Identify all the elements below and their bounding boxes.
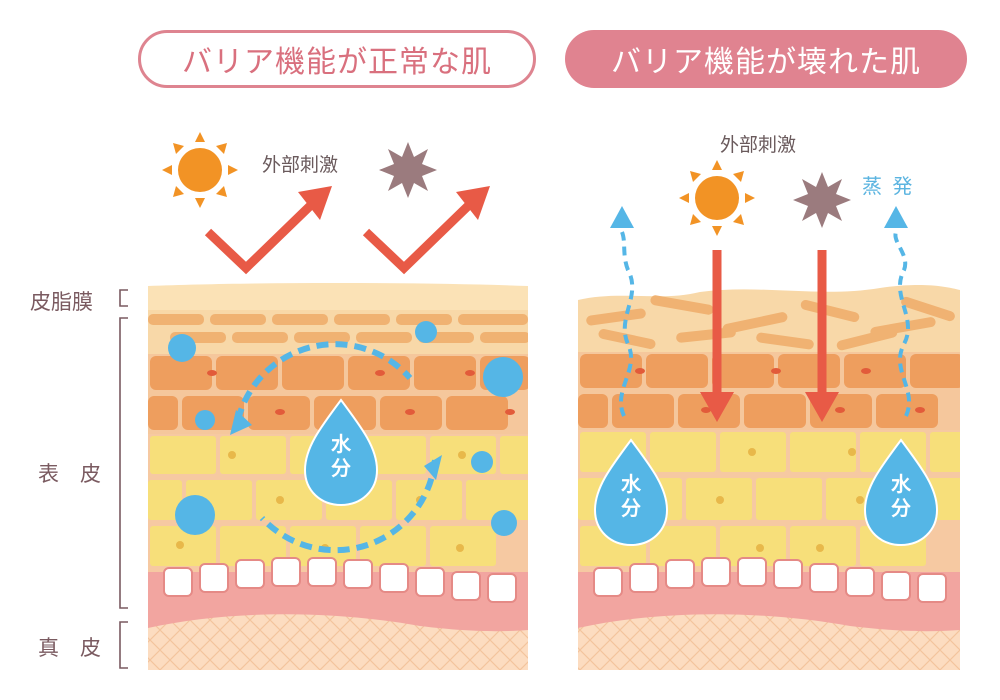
water-drop-icon xyxy=(593,438,669,547)
allergen-icon xyxy=(379,142,437,198)
drop-text-line1: 水 xyxy=(891,472,911,496)
label-evaporation: 蒸 発 xyxy=(862,174,915,198)
label-external-stimulus-right: 外部刺激 xyxy=(720,134,797,156)
spinous-cells-broken xyxy=(578,350,960,430)
sun-icon xyxy=(679,160,755,236)
water-drop-icon xyxy=(863,438,939,547)
label-sebum-membrane: 皮脂膜 xyxy=(30,290,93,314)
label-epidermis: 表 皮 xyxy=(38,462,101,486)
sebum-membrane xyxy=(148,283,528,310)
drop-text-line2: 分 xyxy=(621,496,641,520)
circulation-arrow-icon xyxy=(230,341,442,554)
heading-normal-barrier: バリア機能が正常な肌 xyxy=(138,30,536,88)
label-dermis: 真 皮 xyxy=(38,636,101,660)
drop-label-left: 水 分 xyxy=(326,432,356,480)
evaporation-arrow-icon xyxy=(610,206,635,417)
label-external-stimulus-left: 外部刺激 xyxy=(262,154,339,176)
drop-text-line2: 分 xyxy=(891,496,911,520)
allergen-icon xyxy=(793,172,851,228)
drop-text-line2: 分 xyxy=(331,456,351,480)
water-drop-icon xyxy=(303,398,379,507)
basal-cells-broken xyxy=(593,557,947,603)
drop-label-right: 水 分 xyxy=(886,472,916,520)
evaporation-arrow-icon xyxy=(884,206,912,417)
moisture-bubbles xyxy=(168,321,523,536)
penetrate-arrow-icon xyxy=(700,250,734,422)
drop-label-middle: 水 分 xyxy=(616,472,646,520)
drop-text-line1: 水 xyxy=(621,472,641,496)
reflect-arrow-icon xyxy=(362,186,490,275)
skin-cross-section-normal xyxy=(148,250,528,670)
basal-cells xyxy=(163,557,517,603)
layer-brackets xyxy=(119,289,128,669)
heading-broken-barrier: バリア機能が壊れた肌 xyxy=(565,30,967,88)
drop-text-line1: 水 xyxy=(331,432,351,456)
sun-icon xyxy=(162,132,238,208)
reflect-arrow-icon xyxy=(204,186,332,275)
penetrate-arrow-icon xyxy=(805,250,839,422)
stratum-corneum-damaged xyxy=(578,284,960,352)
